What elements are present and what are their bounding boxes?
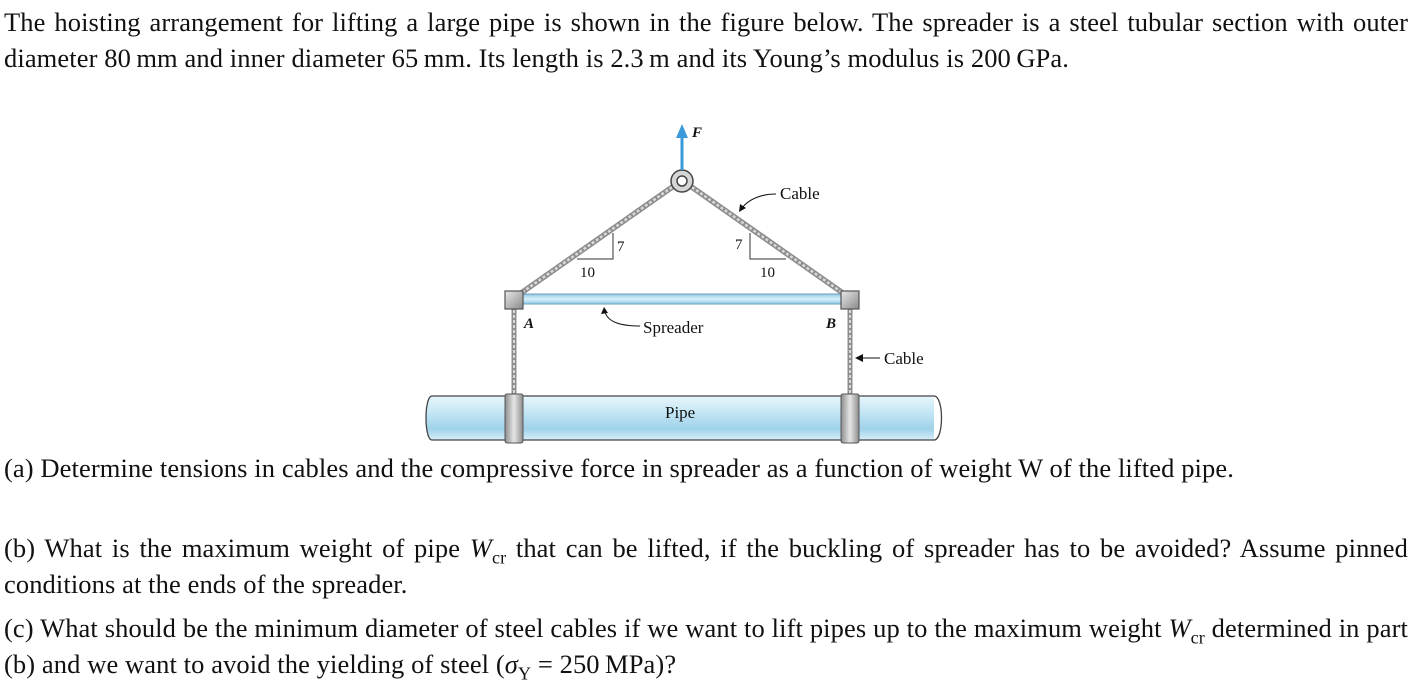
cable-label-side: Cable xyxy=(884,349,924,368)
part-b: (b) What is the maximum weight of pipe W… xyxy=(4,530,1408,602)
cable-top-leader xyxy=(741,193,777,209)
slope-right-rise: 7 xyxy=(735,237,743,253)
part-a: (a) Determine tensions in cables and the… xyxy=(4,450,1408,486)
bracket-b xyxy=(840,290,860,310)
bracket-a xyxy=(504,290,524,310)
point-b-label: B xyxy=(825,316,836,332)
part-c-subscript: cr xyxy=(1190,627,1205,648)
slope-left-run: 10 xyxy=(580,265,595,281)
pipe-label: Pipe xyxy=(665,403,695,422)
point-a-label: A xyxy=(523,316,534,332)
part-b-text-1: (b) What is the maximum weight of pipe xyxy=(4,533,470,563)
vertical-cables xyxy=(511,305,853,400)
part-c-sigma: σ xyxy=(504,649,518,679)
part-b-text-2: that can be lifted, if the buckling of s… xyxy=(4,533,1408,599)
hoisting-figure: F 7 10 7 10 Cable A B Spreader Cable Pip… xyxy=(425,124,943,444)
slope-left-rise: 7 xyxy=(617,239,625,255)
part-c-text-1: (c) What should be the minimum diameter … xyxy=(4,613,1169,643)
slope-triangle-left xyxy=(577,233,614,260)
cable-top-arrowhead xyxy=(739,204,746,212)
pipe-clamp-left xyxy=(504,393,524,444)
spreader-leader xyxy=(604,311,641,327)
slope-triangle-right xyxy=(749,233,786,260)
part-b-subscript: cr xyxy=(491,547,507,568)
problem-intro: The hoisting arrangement for lifting a l… xyxy=(4,7,1408,73)
slope-right-run: 10 xyxy=(760,265,775,281)
spreader-label: Spreader xyxy=(643,318,704,337)
part-c-sigma-subscript: Y xyxy=(517,663,532,684)
force-arrow xyxy=(676,124,688,170)
part-c-text-2: determined in part (b) and we want to av… xyxy=(4,613,1408,679)
cable-label-top: Cable xyxy=(780,184,820,203)
inclined-cables xyxy=(512,180,852,301)
part-c: (c) What should be the minimum diameter … xyxy=(4,610,1408,682)
part-c-text-3: = 250 MPa)? xyxy=(531,649,677,679)
part-a-text: (a) Determine tensions in cables and the… xyxy=(4,453,1234,483)
part-b-symbol: W xyxy=(469,533,492,563)
spreader-arrowhead xyxy=(601,307,608,314)
part-c-symbol: W xyxy=(1168,613,1191,643)
lifting-ring xyxy=(670,169,694,193)
force-label: F xyxy=(691,125,702,141)
pipe-clamp-right xyxy=(840,393,860,444)
pipe xyxy=(425,395,943,441)
spreader-bar xyxy=(519,293,845,305)
cable-side-arrowhead xyxy=(855,354,863,362)
